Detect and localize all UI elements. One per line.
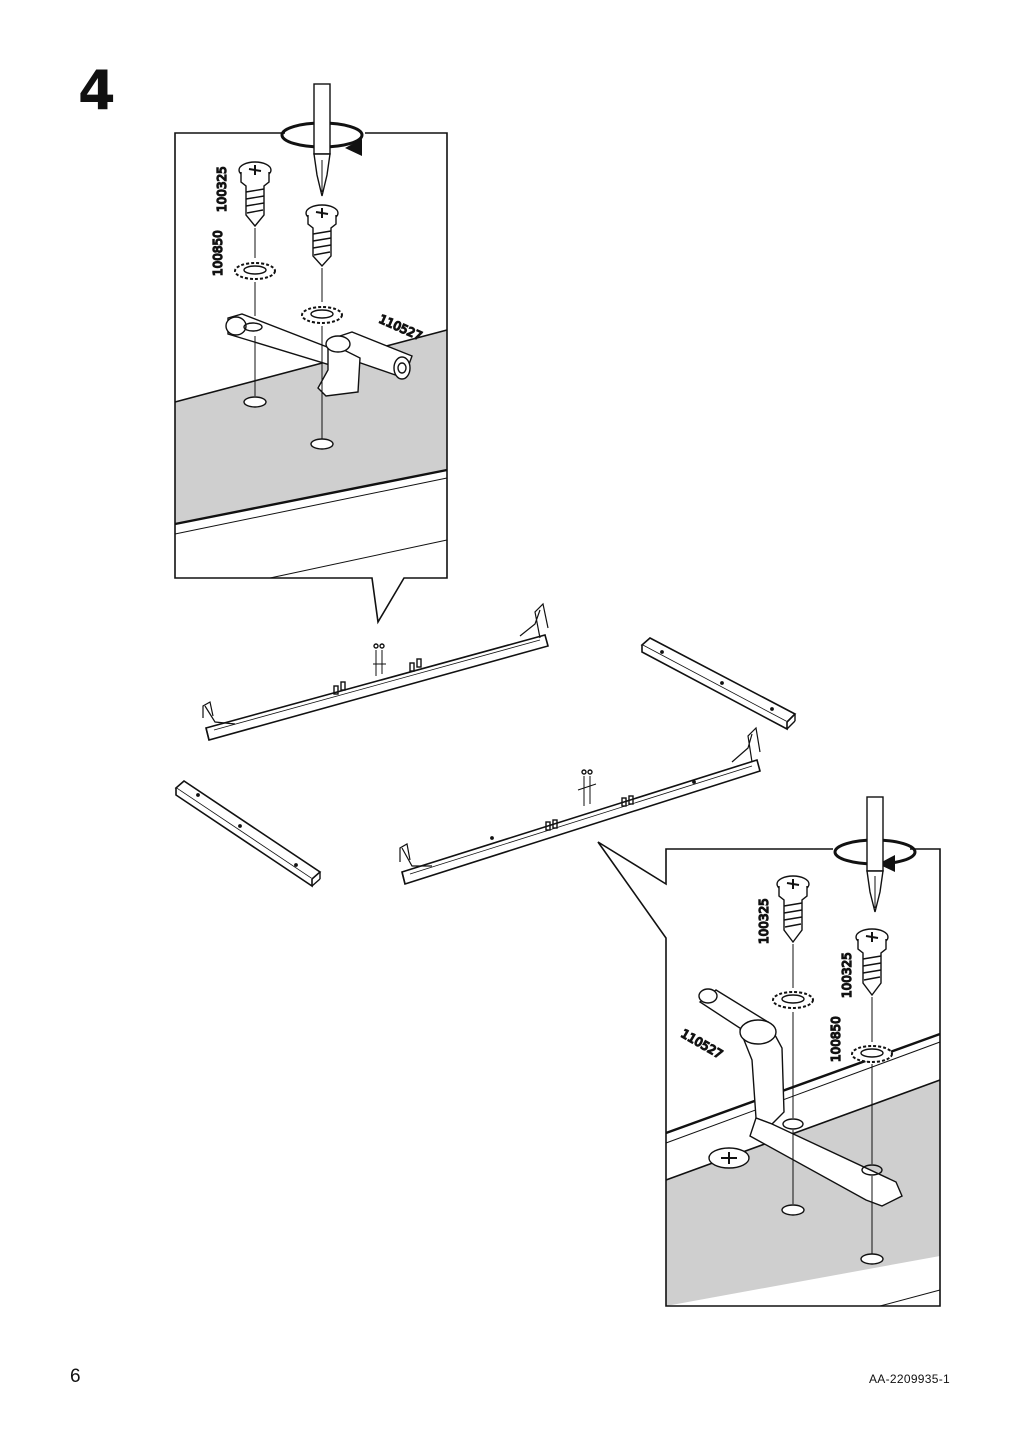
rail-lower [399,726,761,886]
slat-left [174,779,322,888]
screw-icon [238,161,272,228]
document-code: AA-2209935-1 [869,1372,950,1386]
screwdriver-rotate-icon [280,83,364,197]
part-label-110527: 110527 [679,1026,726,1061]
detail-panel-top: 100325 100850 110527 [174,83,448,625]
step-number: 4 [78,59,116,122]
detail-panel-bottom: 100325 100325 100850 110527 [597,796,941,1307]
bracket-icon [225,313,413,397]
rail-upper [202,602,549,741]
washer-icon [234,262,276,280]
bracket-icon [698,988,903,1207]
part-label-100850: 100850 [829,1016,843,1062]
page-number: 6 [70,1366,81,1387]
part-label-110527: 110527 [377,312,425,343]
part-label-100325: 100325 [757,898,771,944]
part-label-100325: 100325 [215,166,229,212]
slat-right [640,637,797,731]
screw-icon [305,204,339,268]
screw-icon [855,928,889,997]
part-label-100325: 100325 [840,952,854,998]
part-label-100850: 100850 [211,230,225,276]
washer-icon [301,306,343,324]
screw-icon [776,875,810,944]
washer-icon [772,991,814,1009]
screwdriver-rotate-icon [833,796,917,913]
washer-icon [851,1045,893,1063]
screw-head-icon [708,1147,750,1169]
